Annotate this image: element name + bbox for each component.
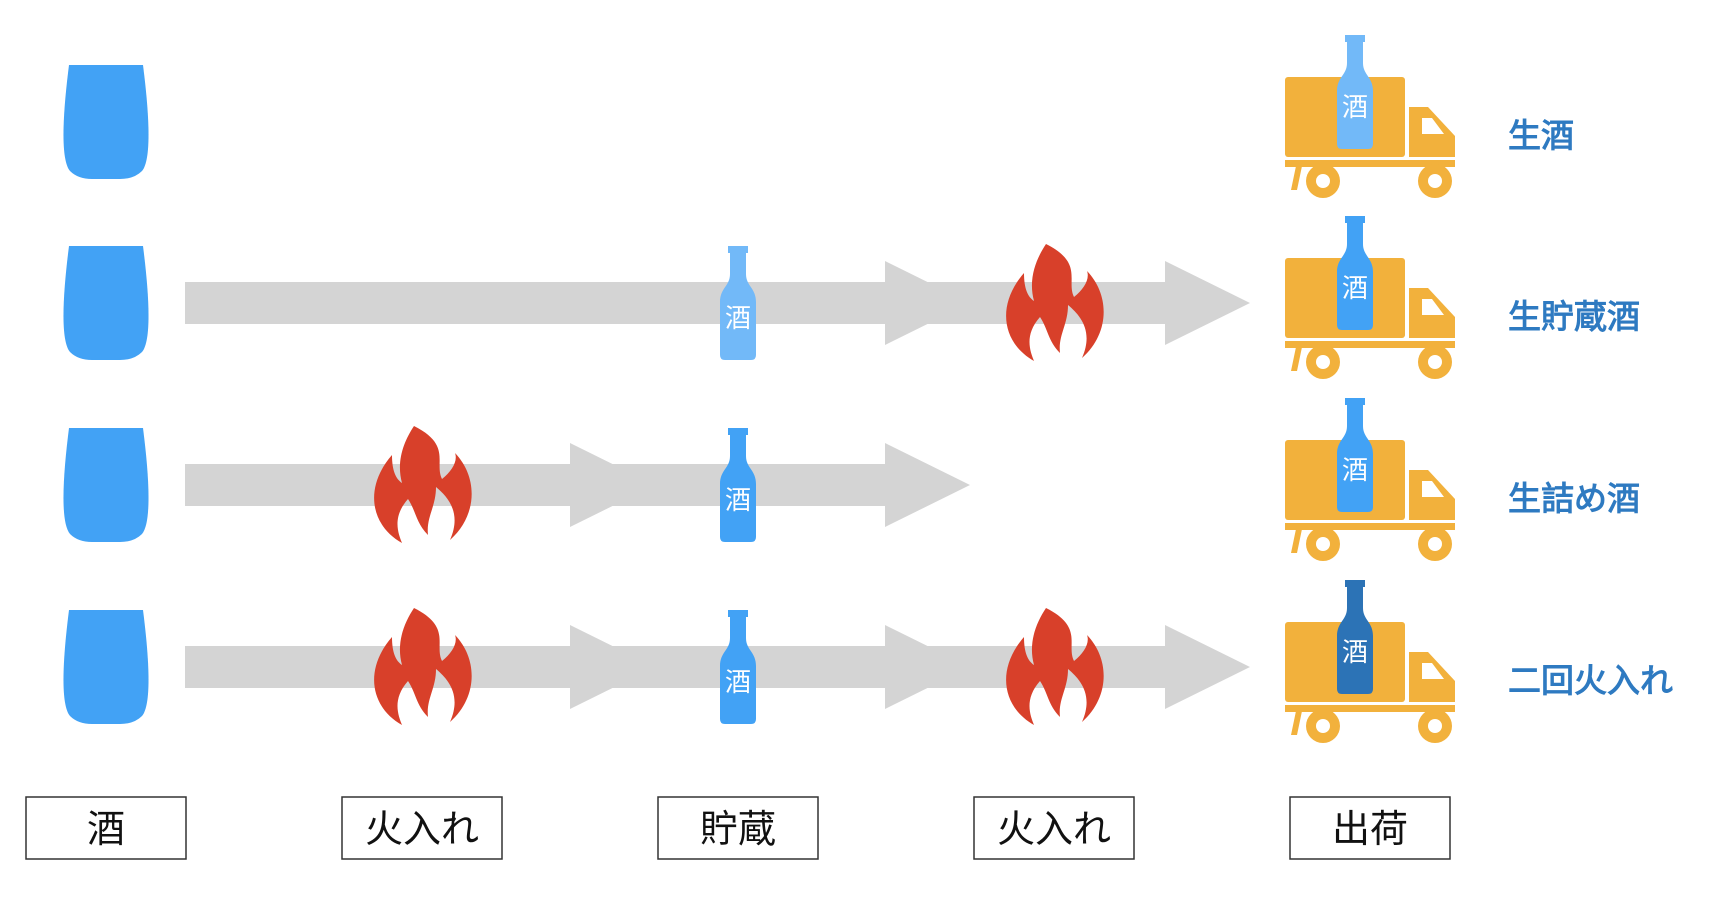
delivery-truck-icon: 酒 bbox=[1285, 580, 1455, 743]
step-labels: 酒 火入れ 貯蔵 火入れ 出荷 bbox=[25, 796, 1451, 860]
sake-bottle-icon: 酒 bbox=[1337, 35, 1373, 149]
row-caption: 生貯蔵酒 bbox=[1508, 297, 1640, 336]
fire-icon bbox=[1006, 608, 1104, 725]
step-label: 火入れ bbox=[341, 796, 503, 860]
row-caption: 二回火入れ bbox=[1508, 661, 1673, 700]
sake-bottle-icon: 酒 bbox=[1337, 216, 1373, 330]
fire-icon bbox=[374, 608, 472, 725]
sake-bottle-icon: 酒 bbox=[720, 610, 756, 724]
bottle-label: 酒 bbox=[1342, 274, 1368, 304]
fire-icon bbox=[1006, 244, 1104, 361]
delivery-truck-icon: 酒 bbox=[1285, 216, 1455, 379]
bottle-label: 酒 bbox=[725, 668, 751, 698]
step-label-text: 貯蔵 bbox=[700, 807, 776, 851]
bottle-label: 酒 bbox=[725, 486, 751, 516]
delivery-truck-icon: 酒 bbox=[1285, 35, 1455, 198]
sake-bottle-icon: 酒 bbox=[1337, 398, 1373, 512]
arrow bbox=[185, 261, 970, 345]
step-label-box bbox=[25, 796, 187, 860]
step-label: 出荷 bbox=[1289, 796, 1451, 860]
sake-bottle-icon: 酒 bbox=[720, 428, 756, 542]
step-label-box bbox=[973, 796, 1135, 860]
sake-cup-icon bbox=[63, 428, 149, 542]
sake-cup-icon bbox=[63, 246, 149, 360]
row-caption: 生詰め酒 bbox=[1508, 479, 1640, 518]
step-label-box bbox=[1289, 796, 1451, 860]
bottle-label: 酒 bbox=[1342, 93, 1368, 123]
sake-cup-icon bbox=[63, 65, 149, 179]
sake-bottle-icon: 酒 bbox=[1337, 580, 1373, 694]
step-label: 貯蔵 bbox=[657, 796, 819, 860]
step-label-box bbox=[341, 796, 503, 860]
row-caption: 生酒 bbox=[1508, 116, 1574, 155]
step-label-text: 火入れ bbox=[997, 807, 1111, 851]
step-label-text: 出荷 bbox=[1332, 807, 1408, 851]
fire-icon bbox=[374, 426, 472, 543]
sake-cup-icon bbox=[63, 610, 149, 724]
step-label-box bbox=[657, 796, 819, 860]
process-row: 酒生酒 bbox=[63, 35, 1574, 198]
step-label-text: 火入れ bbox=[365, 807, 479, 851]
step-label-text: 酒 bbox=[87, 807, 125, 851]
delivery-truck-icon: 酒 bbox=[1285, 398, 1455, 561]
sake-bottle-icon: 酒 bbox=[720, 246, 756, 360]
step-label: 火入れ bbox=[973, 796, 1135, 860]
bottle-label: 酒 bbox=[1342, 638, 1368, 668]
bottle-label: 酒 bbox=[725, 304, 751, 334]
bottle-label: 酒 bbox=[1342, 456, 1368, 486]
step-label: 酒 bbox=[25, 796, 187, 860]
